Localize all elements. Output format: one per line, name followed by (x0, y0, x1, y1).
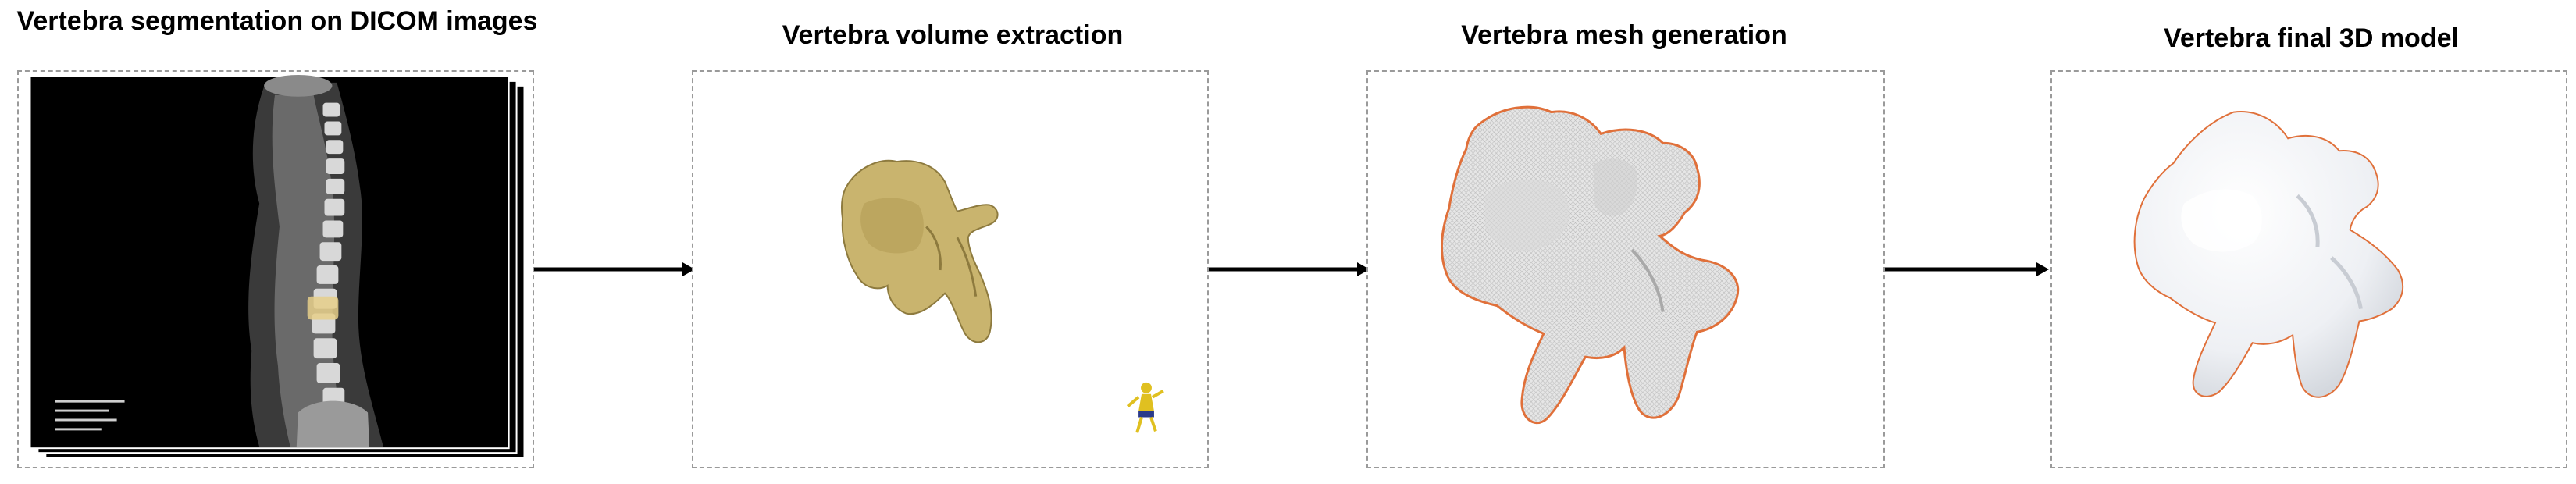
dicom-panel (17, 70, 534, 468)
stage-title-final-model: Vertebra final 3D model (2164, 23, 2459, 53)
stage-title-mesh-generation: Vertebra mesh generation (1461, 20, 1787, 50)
vertebra-mesh-image (1441, 105, 1740, 425)
vertebra-final-model-image (2133, 110, 2404, 398)
final-model-panel (2050, 70, 2567, 468)
mesh-panel (1366, 70, 1885, 468)
arrow-1 (534, 262, 695, 276)
vertebra-volume-image (840, 159, 1164, 433)
orientation-figure-icon (1126, 382, 1164, 433)
stage-title-volume-extraction: Vertebra volume extraction (782, 20, 1124, 50)
arrow-3 (1885, 262, 2049, 276)
stage-title-segmentation: Vertebra segmentation on DICOM images (16, 6, 538, 36)
dicom-stack-image (29, 74, 526, 459)
volume-panel (692, 70, 1209, 468)
arrow-2 (1209, 262, 1370, 276)
